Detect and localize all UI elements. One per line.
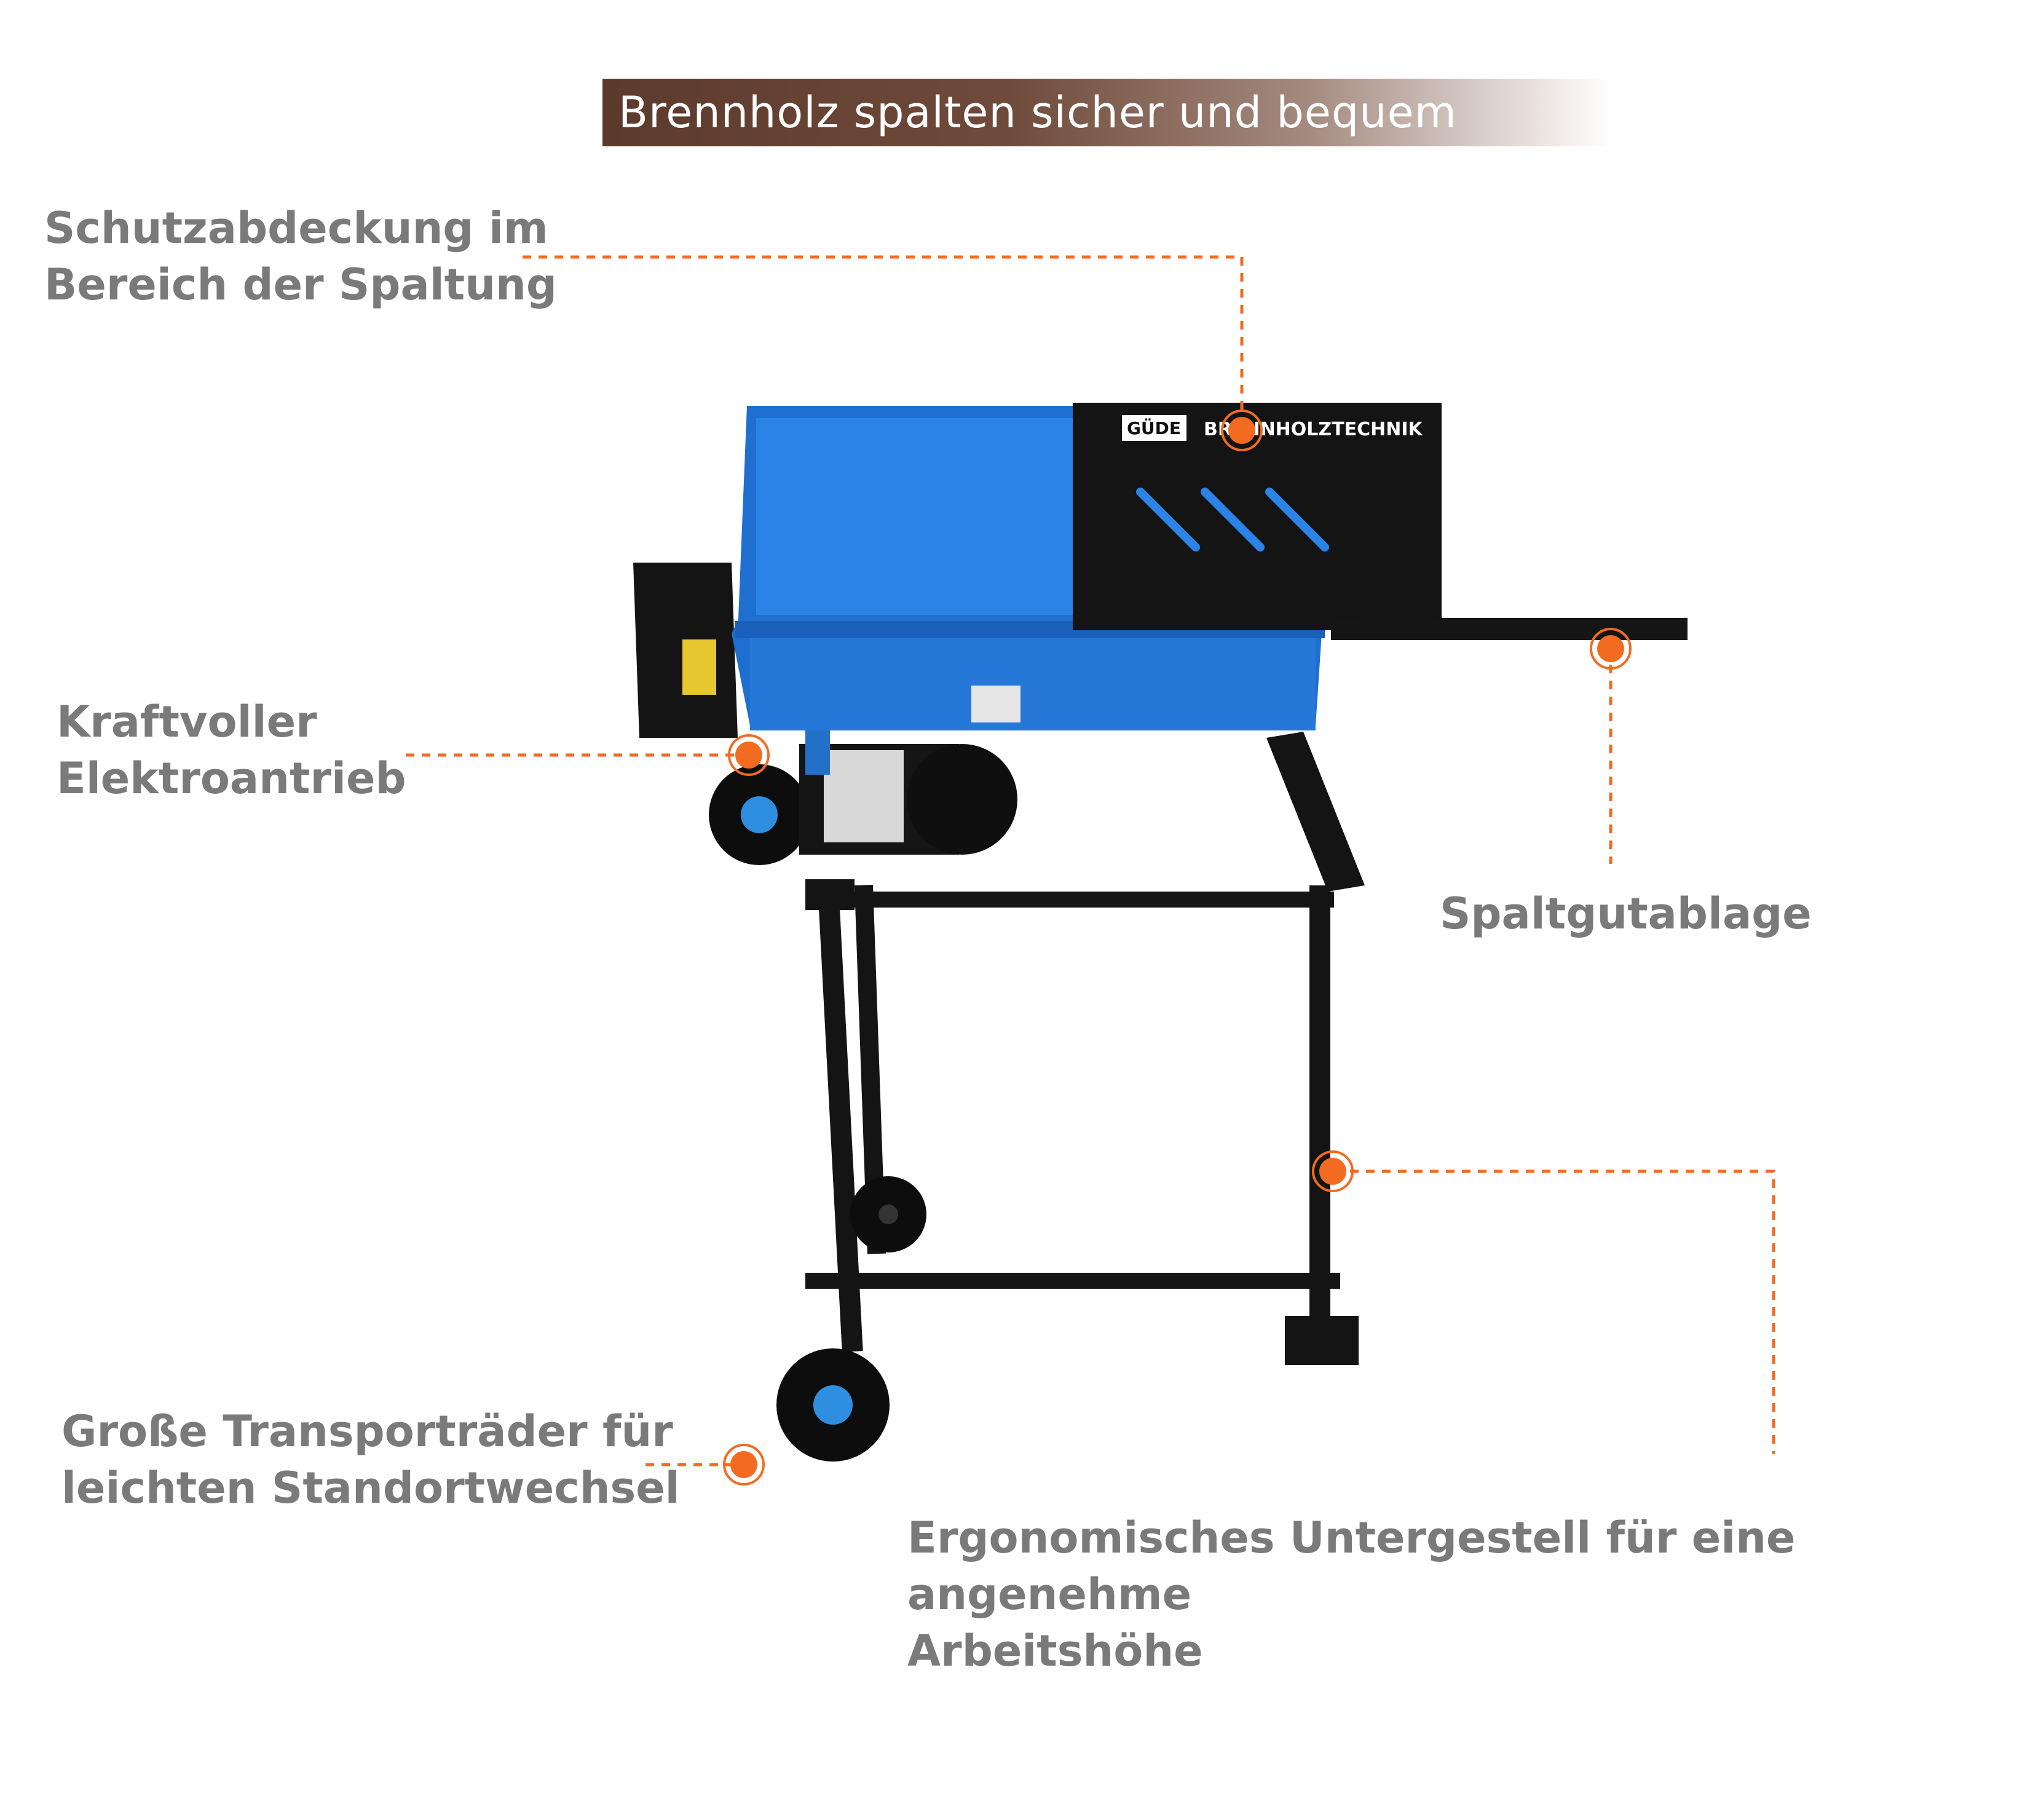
stand-frame xyxy=(805,732,1365,1365)
page-title: Brennholz spalten sicher und bequem xyxy=(618,87,1457,138)
callout-dot-cover xyxy=(1221,410,1263,451)
callout-dot-stand xyxy=(1312,1150,1354,1192)
brand-logo: GÜDE xyxy=(1127,417,1181,438)
wheel-upper xyxy=(709,764,810,865)
motor xyxy=(799,713,1017,855)
label-cover: Schutzabdeckung im Bereich der Spaltung xyxy=(44,203,557,310)
tray xyxy=(1331,615,1688,640)
callout-dot-motor xyxy=(728,734,770,776)
title-banner: Brennholz spalten sicher und bequem xyxy=(602,79,1611,146)
callout-dot-tray xyxy=(1590,628,1632,670)
label-stand: Ergonomisches Untergestell für eine ange… xyxy=(907,1513,1796,1676)
callout-dot-wheels xyxy=(723,1444,765,1486)
label-tray: Spaltgutablage xyxy=(1440,888,1812,939)
label-wheels: Große Transporträder für leichten Stando… xyxy=(61,1406,680,1513)
wheel-lower xyxy=(776,1348,890,1462)
label-motor: Kraftvoller Elektroantrieb xyxy=(57,697,406,804)
wheel-middle xyxy=(850,1176,926,1252)
